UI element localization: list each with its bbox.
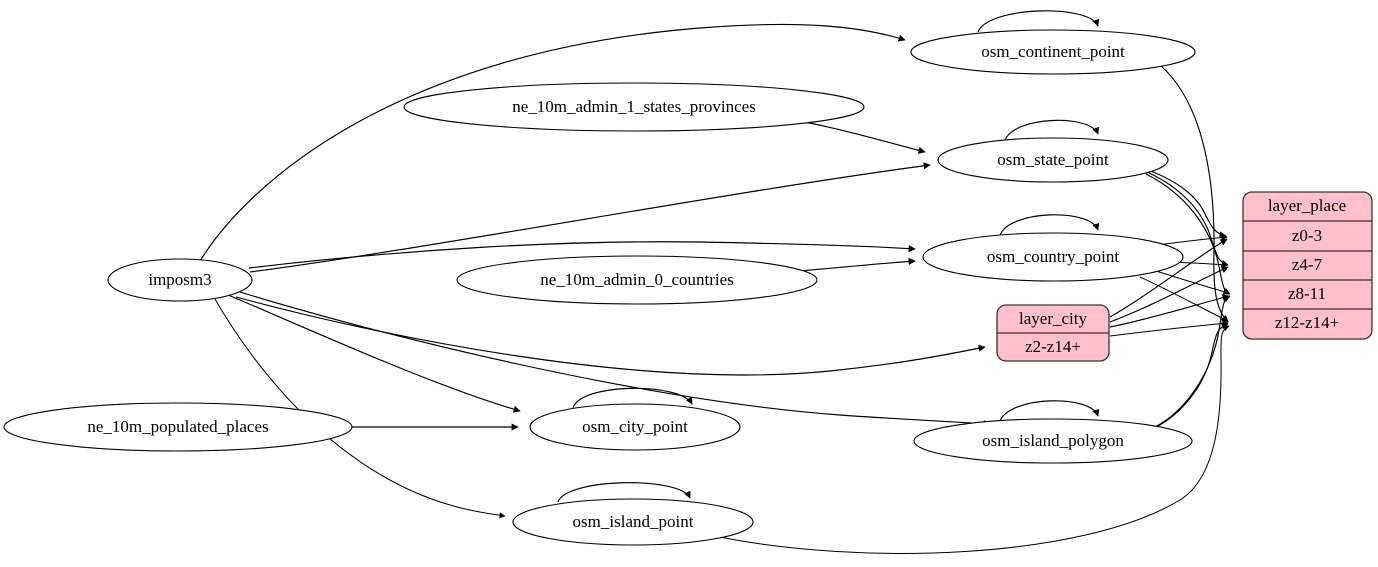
edge-imposm3-to-osm_state_point (249, 162, 931, 273)
node-ne_10m_admin_0_countries[interactable]: ne_10m_admin_0_countries (456, 255, 818, 305)
node-osm_island_polygon[interactable]: osm_island_polygon (913, 418, 1193, 464)
edge-imposm3-to-osm_continent_point (199, 23, 906, 262)
node-osm_island_point[interactable]: osm_island_point (512, 498, 754, 546)
record-title-layer_place: layer_place (1268, 196, 1346, 215)
edge-osm_country_point-to-layer_place-z8 (1155, 270, 1230, 295)
edge-osm_continent_point-to-layer_place-z12 (1159, 64, 1229, 323)
edge-layer_city-to-layer_place-z8 (1109, 294, 1230, 328)
node-label-osm_island_polygon: osm_island_polygon (982, 431, 1124, 450)
edge-osm_state_point-to-layer_place-z4 (1146, 171, 1229, 267)
record-node-layer_city[interactable]: layer_city z2-z14+ (996, 304, 1110, 362)
record-row-layer_city-z2-z14[interactable]: z2-z14+ (1025, 337, 1081, 356)
edge-imposm3-to-osm_city_point (227, 294, 521, 413)
node-osm_continent_point[interactable]: osm_continent_point (910, 29, 1196, 75)
node-ne_10m_admin_1_states_provinces[interactable]: ne_10m_admin_1_states_provinces (403, 82, 865, 132)
node-osm_state_point[interactable]: osm_state_point (937, 137, 1169, 183)
edge-osm_island_point-to-layer_place-z12 (719, 325, 1230, 554)
edge-layer (199, 10, 1231, 554)
node-label-imposm3: imposm3 (148, 270, 211, 289)
selfloop-osm_island_polygon (999, 400, 1100, 422)
edge-imposm3-to-osm_island_polygon (239, 291, 991, 428)
selfloop-osm_country_point (999, 214, 1100, 236)
edge-ne_states-to-osm_state_point (799, 120, 926, 154)
selfloop-osm_island_point (557, 482, 691, 503)
node-label-ne_10m_populated_places: ne_10m_populated_places (87, 417, 268, 436)
edge-layer_city-to-layer_place-z0 (1109, 238, 1228, 318)
node-label-osm_state_point: osm_state_point (997, 150, 1109, 169)
record-layer: layer_city z2-z14+ layer_place z0-3 z4-7… (996, 191, 1373, 362)
node-label-osm_city_point: osm_city_point (582, 417, 688, 436)
record-node-layer_place[interactable]: layer_place z0-3 z4-7 z8-11 z12-z14+ (1242, 191, 1373, 340)
edge-imposm3-to-layer_city (235, 296, 986, 376)
node-label-ne_10m_admin_1_states_provinces: ne_10m_admin_1_states_provinces (512, 97, 756, 116)
record-row-layer_place-z12-z14[interactable]: z12-z14+ (1275, 313, 1339, 332)
selfloop-osm_continent_point (977, 10, 1100, 33)
edge-osm_island_polygon-to-layer_place-z12 (1149, 322, 1229, 431)
node-label-ne_10m_admin_0_countries: ne_10m_admin_0_countries (540, 270, 734, 289)
edge-osm_state_point-to-layer_place-z0 (1147, 169, 1227, 239)
node-label-osm_island_point: osm_island_point (573, 512, 694, 531)
edge-osm_island_polygon-to-layer_place-z8 (1152, 295, 1231, 429)
edge-layer_city-to-layer_place-z12 (1109, 320, 1229, 337)
node-label-osm_continent_point: osm_continent_point (981, 42, 1125, 61)
selfloop-osm_city_point (572, 387, 693, 409)
edge-imposm3-to-osm_island_point (214, 298, 506, 519)
node-ne_10m_populated_places[interactable]: ne_10m_populated_places (3, 402, 353, 452)
edge-imposm3-to-osm_country_point (248, 241, 916, 269)
node-osm_city_point[interactable]: osm_city_point (529, 403, 741, 451)
selfloop-osm_state_point (1004, 119, 1099, 141)
record-row-layer_place-z8-11[interactable]: z8-11 (1288, 284, 1326, 303)
edge-ne_countries-to-osm_country_point (799, 257, 916, 272)
record-title-layer_city: layer_city (1019, 309, 1087, 328)
node-osm_country_point[interactable]: osm_country_point (922, 232, 1184, 282)
node-label-osm_country_point: osm_country_point (987, 247, 1119, 266)
edge-osm_state_point-to-layer_place-z8 (1145, 173, 1231, 295)
record-row-layer_place-z4-7[interactable]: z4-7 (1292, 255, 1323, 274)
node-layer: imposm3 ne_10m_admin_1_states_provinces … (3, 29, 1196, 546)
record-row-layer_place-z0-3[interactable]: z0-3 (1292, 226, 1322, 245)
node-imposm3[interactable]: imposm3 (107, 258, 253, 302)
edge-layer_city-to-layer_place-z4 (1109, 266, 1229, 323)
